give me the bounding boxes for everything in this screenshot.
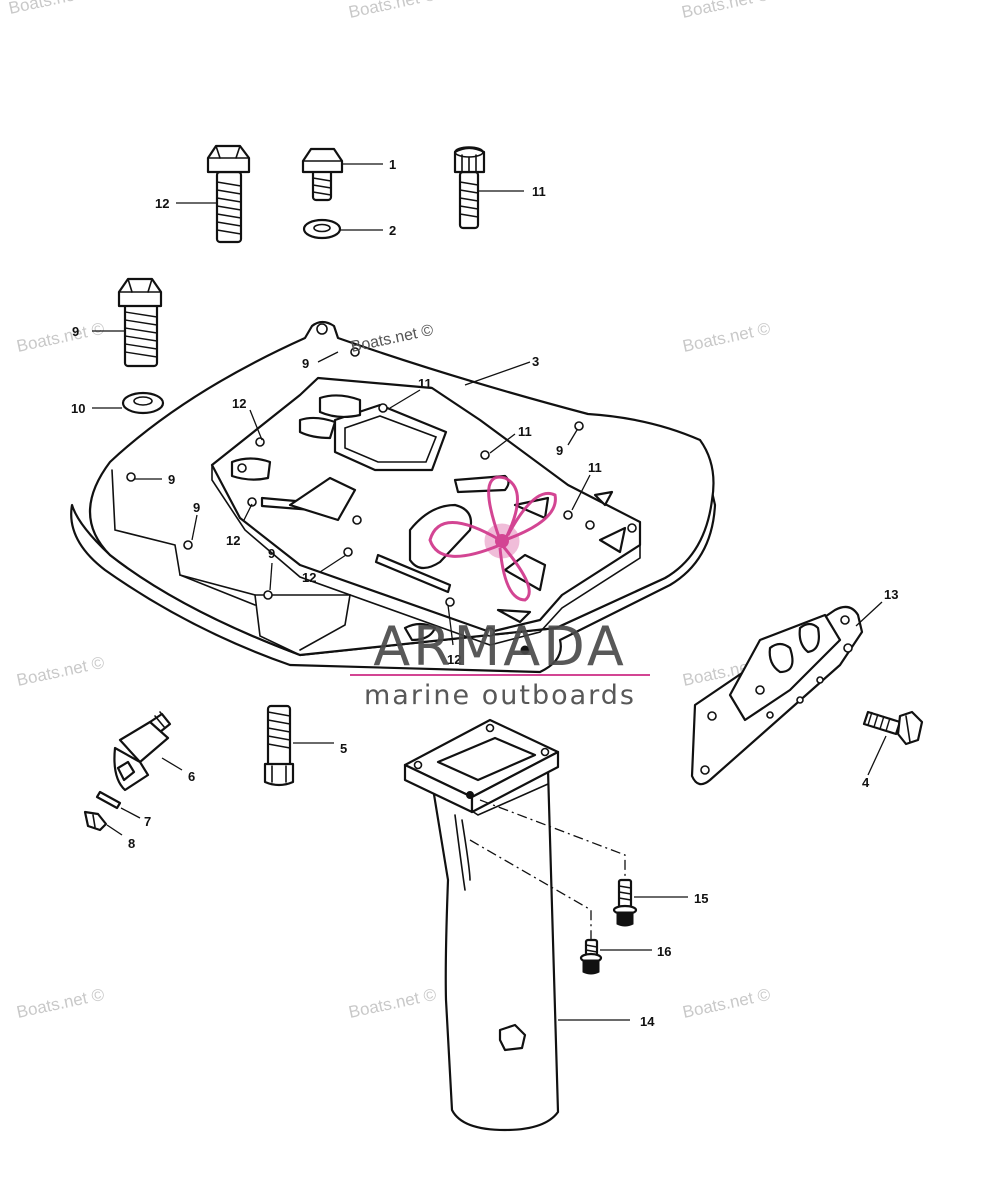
part-5-screw [263, 704, 295, 787]
label-11-plate-c: 11 [588, 460, 602, 475]
part-9-bolt [117, 277, 163, 368]
part-7-pin [95, 790, 122, 810]
label-12-top: 12 [155, 196, 169, 211]
leader-lines [92, 163, 887, 1021]
part-4-bolt [862, 710, 924, 746]
label-1: 1 [389, 157, 396, 172]
watermark-bottom-left: Boats.net © [15, 985, 107, 1022]
label-10: 10 [71, 401, 85, 416]
label-4: 4 [862, 775, 870, 790]
part-11-screw [453, 146, 486, 230]
label-9-plate-flange: 9 [193, 500, 200, 515]
part-1-bolt [301, 147, 344, 202]
label-11-plate-a: 11 [418, 376, 432, 391]
label-15: 15 [694, 891, 708, 906]
assembly-lines [469, 799, 626, 940]
label-7: 7 [144, 814, 151, 829]
propeller-icon [428, 475, 557, 602]
watermark-top-left: Boats.net © [7, 0, 99, 18]
label-12-plate-a: 12 [232, 396, 246, 411]
label-9-plate-right: 9 [556, 443, 563, 458]
callout-labels: 12 1 2 11 9 10 9 3 11 12 11 9 11 9 9 12 … [71, 157, 898, 1029]
armada-logo: ARMADA marine outboards [350, 475, 650, 711]
watermark-top-center: Boats.net © [347, 0, 439, 22]
label-11-top: 11 [532, 184, 546, 199]
watermark-bottom-right: Boats.net © [681, 985, 773, 1022]
label-12-plate-b: 12 [226, 533, 240, 548]
watermark-mid-left: Boats.net © [15, 319, 107, 356]
label-14: 14 [640, 1014, 655, 1029]
brand-tagline: marine outboards [364, 680, 636, 711]
label-2: 2 [389, 223, 396, 238]
label-12-plate-d: 12 [447, 652, 461, 667]
part-10-washer [121, 391, 165, 415]
part-14-exhaust-tube [403, 718, 560, 1132]
label-9-plate-top: 9 [302, 356, 309, 371]
part-16-bolt [579, 938, 603, 975]
label-6: 6 [188, 769, 195, 784]
part-13-gasket [690, 605, 864, 786]
label-12-plate-c: 12 [302, 570, 316, 585]
label-9-bolt: 9 [72, 324, 79, 339]
label-9-plate-left: 9 [168, 472, 175, 487]
part-15-bolt [612, 878, 638, 927]
part-8-nut [83, 810, 108, 832]
label-16: 16 [657, 944, 671, 959]
label-11-plate-b: 11 [518, 424, 532, 439]
label-5: 5 [340, 741, 347, 756]
label-3: 3 [532, 354, 539, 369]
part-12-bolt [206, 144, 251, 244]
watermark-mid-right: Boats.net © [681, 319, 773, 356]
watermark-bottom-center: Boats.net © [347, 985, 439, 1022]
watermark-lower-left: Boats.net © [15, 653, 107, 690]
watermark-top-right: Boats.net © [680, 0, 772, 22]
watermark-center: Boats.net © [349, 322, 435, 356]
label-8: 8 [128, 836, 135, 851]
part-3-adaptor-plate [70, 320, 717, 674]
part-2-washer [302, 218, 342, 240]
part-6-mount [113, 711, 172, 792]
brand-name: ARMADA [373, 615, 627, 678]
label-13: 13 [884, 587, 898, 602]
label-9-plate-bottom: 9 [268, 546, 275, 561]
